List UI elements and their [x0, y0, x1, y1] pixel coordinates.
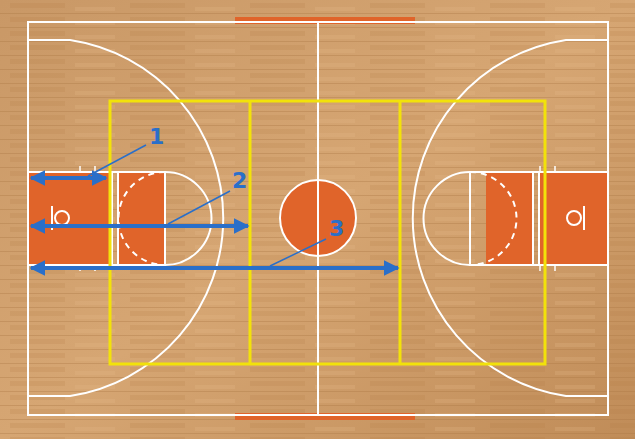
leader-lines: [88, 145, 326, 266]
zone-grid: [110, 101, 545, 364]
callout-number: 1: [149, 126, 164, 148]
callout-number: 2: [232, 170, 247, 192]
callout-number: 3: [329, 218, 344, 240]
distance-arrows: [31, 178, 398, 268]
